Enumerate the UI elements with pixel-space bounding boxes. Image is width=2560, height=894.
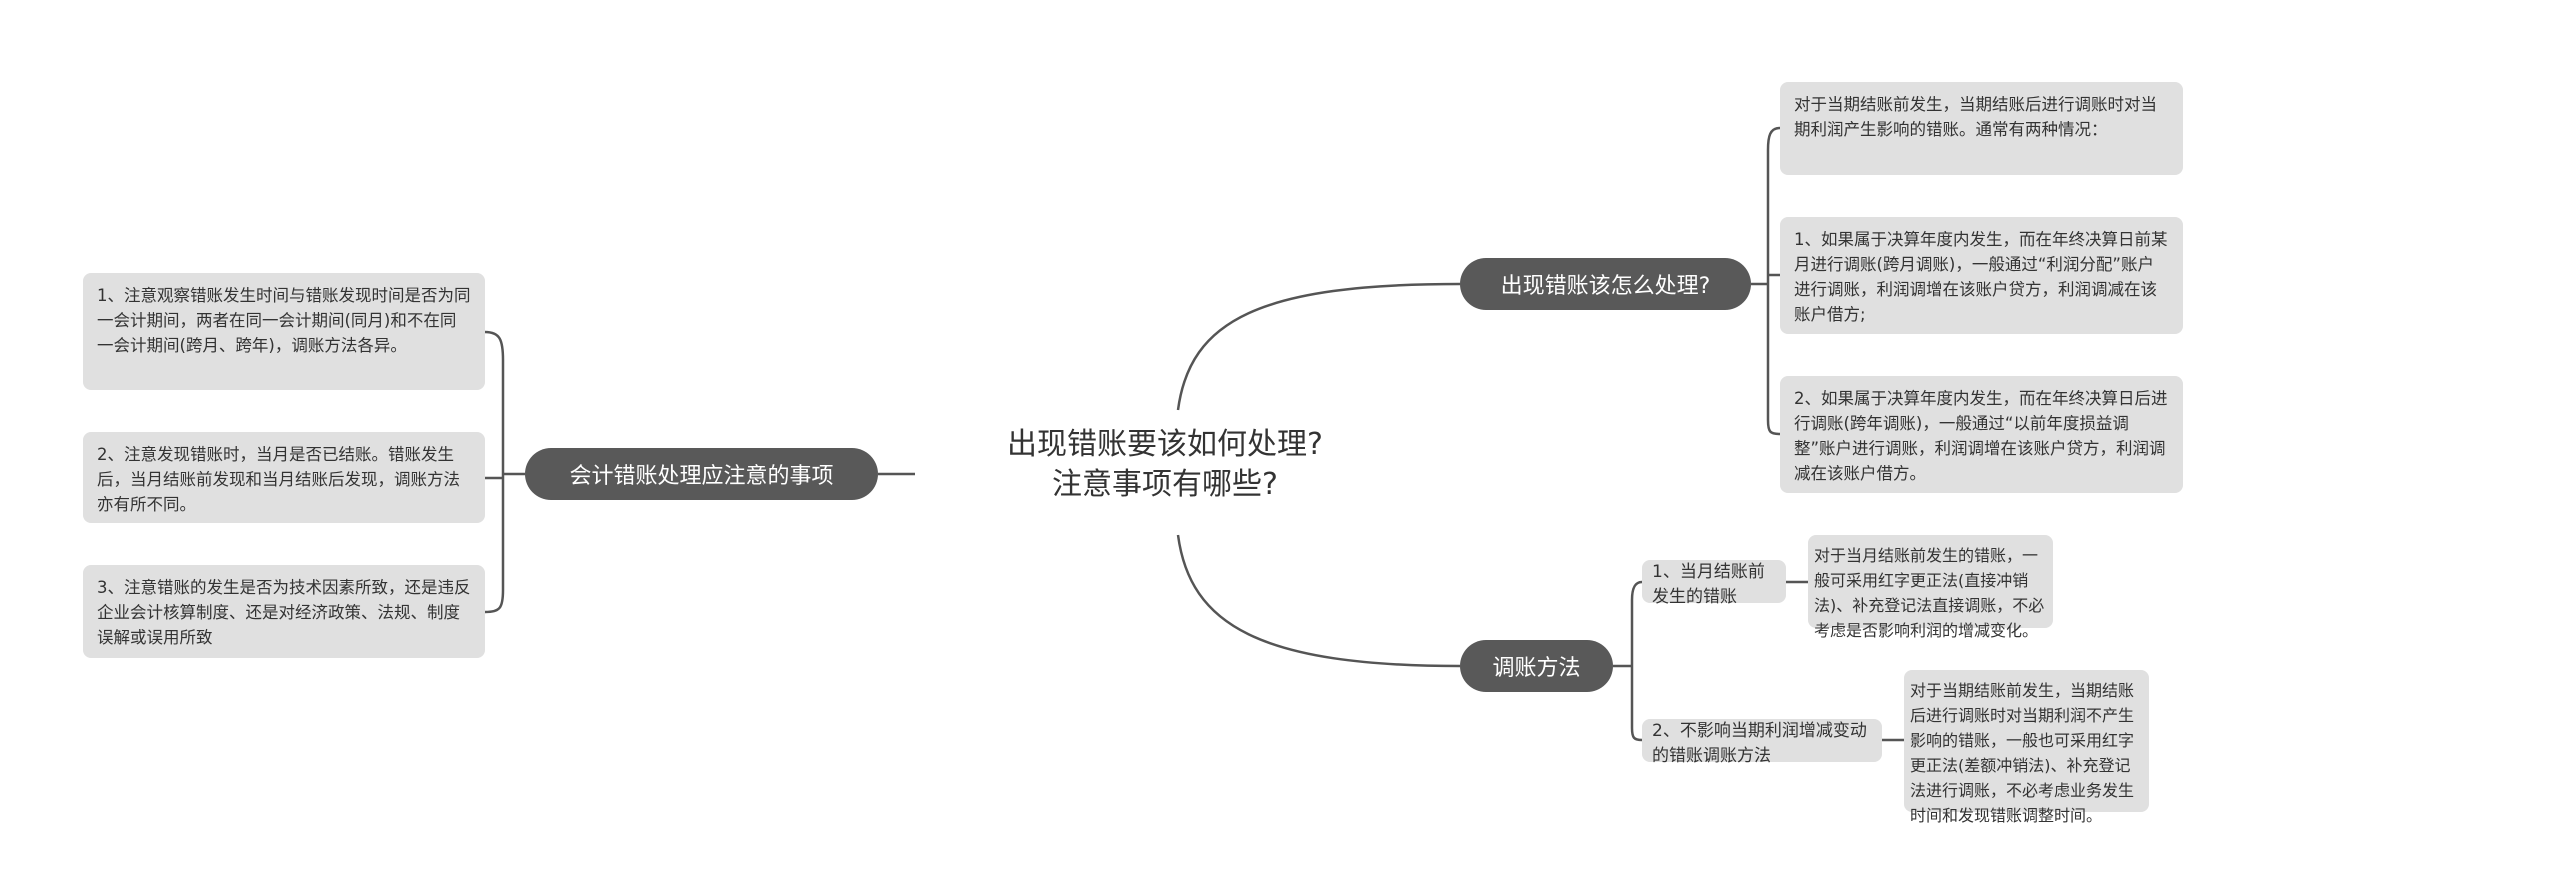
- branch-handle-errors-node[interactable]: 出现错账该怎么处理?: [1460, 258, 1751, 310]
- bracket-left: [484, 330, 525, 614]
- root-title-line1: 出现错账要该如何处理?: [1007, 427, 1323, 462]
- branch1-leaf-3[interactable]: 2、如果属于决算年度内发生，而在年终决算日后进行调账(跨年调账)，一般通过“以前…: [1780, 376, 2183, 493]
- root-title-line2: 注意事项有哪些?: [1052, 467, 1278, 502]
- root-topic[interactable]: 出现错账要该如何处理? 注意事项有哪些?: [960, 425, 1370, 505]
- adjust-sub-2[interactable]: 2、不影响当期利润增减变动的错账调账方法: [1642, 719, 1882, 766]
- left-leaf-2[interactable]: 2、注意发现错账时，当月是否已结账。错账发生后，当月结账前发现和当月结账后发现，…: [83, 432, 485, 523]
- branch-adjust-method-node[interactable]: 调账方法: [1460, 640, 1613, 692]
- connector-root-to-branch1: [1176, 282, 1461, 411]
- left-leaf-3[interactable]: 3、注意错账的发生是否为技术因素所致，还是违反企业会计核算制度、还是对经济政策、…: [83, 565, 485, 658]
- adjust-sub-1[interactable]: 1、当月结账前发生的错账: [1642, 560, 1786, 607]
- adjust-sub-2-detail[interactable]: 对于当期结账前发生，当期结账后进行调账时对当期利润不产生影响的错账，一般也可采用…: [1904, 670, 2149, 825]
- branch1-leaf-1[interactable]: 对于当期结账前发生，当期结账后进行调账时对当期利润产生影响的错账。通常有两种情况…: [1780, 82, 2183, 175]
- bracket-branch2: [1613, 580, 1643, 742]
- adjust-sub-1-detail[interactable]: 对于当月结账前发生的错账，一般可采用红字更正法(直接冲销法)、补充登记法直接调账…: [1808, 535, 2053, 640]
- connector-root-to-branch2: [1176, 534, 1461, 668]
- left-leaf-1[interactable]: 1、注意观察错账发生时间与错账发现时间是否为同一会计期间，两者在同一会计期间(同…: [83, 273, 485, 390]
- branch-left-node[interactable]: 会计错账处理应注意的事项: [525, 448, 878, 500]
- bracket-branch1: [1751, 126, 1781, 436]
- branch1-leaf-2[interactable]: 1、如果属于决算年度内发生，而在年终决算日前某月进行调账(跨月调账)，一般通过“…: [1780, 217, 2183, 334]
